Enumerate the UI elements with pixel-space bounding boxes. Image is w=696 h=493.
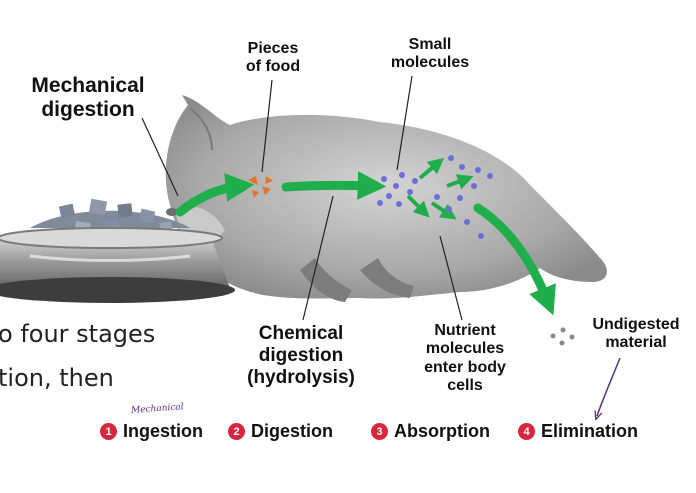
label-line: material [605,334,667,352]
label-line: enter body [424,358,506,376]
leader-lines [141,75,463,321]
label-line: Chemical [258,323,344,344]
pen-arrow [597,357,621,416]
label-line: digestion [41,97,135,121]
arrow-to-elimination [473,203,556,316]
slide-text-line-1: o four stages [0,320,156,348]
stage-label: Elimination [541,421,639,441]
stage-number-badge: 3 [371,423,388,440]
kitten-icon [165,95,607,302]
slide-text-line-2: tion, then [0,364,114,392]
arrow-mouth-to-food [175,173,255,217]
label-line: Nutrient [434,322,496,339]
arrow-food-to-molecules [281,171,387,200]
stage-digestion: 2 Digestion [228,421,333,442]
stage-number-badge: 2 [228,423,245,440]
arrow-absorb-2 [446,174,474,190]
label-line: molecules [390,54,470,72]
stage-absorption: 3 Absorption [371,421,490,442]
stage-number-badge: 1 [100,423,117,440]
digestion-arrows [175,157,556,316]
label-mechanical-digestion: Mechanical digestion [14,74,162,121]
label-line: of food [245,58,301,76]
arrow-absorb-1 [418,157,445,180]
undigested-dots [550,327,575,346]
stage-number-badge: 4 [518,423,535,440]
label-chemical-digestion: Chemical digestion (hydrolysis) [230,323,372,389]
stage-label: Digestion [251,421,334,441]
stage-label: Ingestion [123,421,203,441]
food-pieces-icon [248,176,273,198]
label-nutrient-molecules: Nutrient molecules enter body cells [405,322,525,396]
label-line: Undigested [592,316,680,333]
molecule-dots [377,155,493,239]
label-line: Mechanical [31,74,145,97]
label-line: molecules [425,340,505,358]
stage-elimination: 4 Elimination [518,421,638,442]
food-bowl-icon [0,198,235,303]
arrow-absorb-4 [406,194,430,218]
label-line: digestion [258,344,344,366]
label-pieces-of-food: Pieces of food [228,40,318,77]
label-line: cells [447,377,483,395]
arrow-absorb-3 [430,201,457,220]
label-line: Pieces [247,40,299,57]
stage-label: Absorption [394,421,490,441]
label-small-molecules: Small molecules [380,36,480,73]
label-line: Small [408,36,452,53]
stage-ingestion: 1 Ingestion [100,421,203,442]
label-undigested-material: Undigested material [578,316,694,353]
label-line: (hydrolysis) [247,366,355,388]
